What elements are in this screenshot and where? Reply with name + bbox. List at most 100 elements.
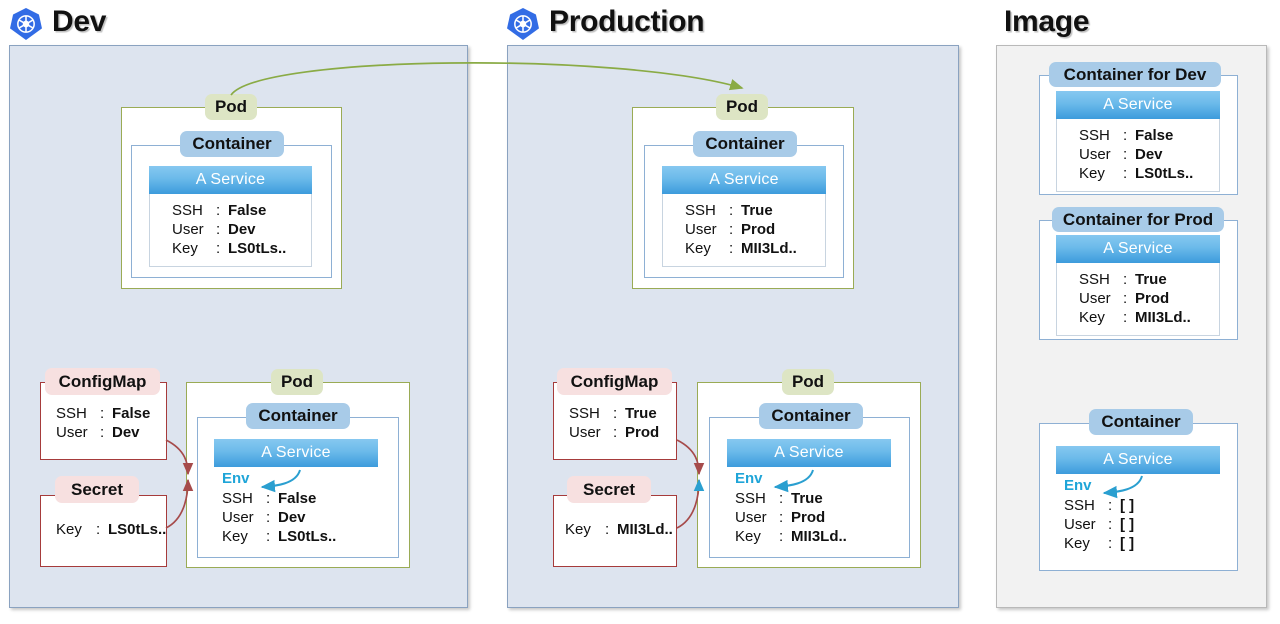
image-container-generic-label: Container <box>1089 409 1193 435</box>
property-value-user: Dev <box>1135 146 1163 163</box>
property-colon: : <box>1123 165 1128 182</box>
property-key-user: User <box>222 509 254 526</box>
prod-configmap-label: ConfigMap <box>557 368 672 395</box>
property-value-user: Prod <box>1135 290 1170 307</box>
dev-secret-box[interactable] <box>40 495 167 567</box>
property-value-key: [ ] <box>1120 535 1135 552</box>
prod-top-service-card[interactable]: A Service SSH : True User : Prod Key : M… <box>662 166 826 267</box>
property-key: Key : LS0tLs.. <box>222 527 378 546</box>
property-colon: : <box>729 240 734 257</box>
property-colon: : <box>729 221 734 238</box>
property-key: Key : MII3Ld.. <box>565 520 673 539</box>
property-key-key: Key <box>735 528 761 545</box>
service-properties: SSH : True User : Prod Key : MII3Ld.. <box>1056 263 1220 336</box>
property-value-key: LS0tLs.. <box>228 240 287 257</box>
property-colon: : <box>1123 271 1128 288</box>
service-env-properties: Env SSH : [ ] User : [ ] Key : [ ] <box>1056 474 1220 553</box>
section-title-dev: Dev <box>52 5 107 38</box>
property-key-ssh: SSH <box>1079 127 1110 144</box>
dev-configmap-box[interactable] <box>40 382 167 460</box>
property-key-key: Key <box>56 521 82 538</box>
property-value-user: Dev <box>228 221 256 238</box>
property-colon: : <box>779 490 784 507</box>
kubernetes-logo-production <box>507 8 539 40</box>
property-colon: : <box>779 509 784 526</box>
property-key-key: Key <box>685 240 711 257</box>
property-key-key: Key <box>1064 535 1090 552</box>
property-ssh: SSH : False <box>172 201 311 220</box>
property-user: User : Prod <box>735 508 891 527</box>
prod-bottom-service-card[interactable]: A Service Env SSH : True User : Prod Key… <box>727 439 891 546</box>
property-colon: : <box>216 202 221 219</box>
property-key-key: Key <box>565 521 591 538</box>
dev-top-container-label: Container <box>180 131 284 157</box>
property-key: Key : LS0tLs.. <box>56 520 166 539</box>
property-key: Key : [ ] <box>1064 534 1220 553</box>
image-container-prod-label: Container for Prod <box>1052 207 1224 232</box>
property-user: User : Dev <box>172 220 311 239</box>
property-ssh: SSH : True <box>1079 270 1219 289</box>
property-ssh: SSH : [ ] <box>1064 496 1220 515</box>
property-value-ssh: False <box>278 490 317 507</box>
property-colon: : <box>266 509 271 526</box>
image-prod-service-card[interactable]: A Service SSH : True User : Prod Key : M… <box>1056 235 1220 336</box>
env-label: Env <box>1064 477 1092 494</box>
prod-top-pod-label: Pod <box>716 94 768 120</box>
property-value-key: LS0tLs.. <box>278 528 337 545</box>
service-title: A Service <box>662 166 826 194</box>
property-colon: : <box>613 405 618 422</box>
property-value-ssh: False <box>228 202 267 219</box>
dev-top-pod-label: Pod <box>205 94 257 120</box>
service-properties: SSH : True User : Prod Key : MII3Ld.. <box>662 194 826 267</box>
property-colon: : <box>216 221 221 238</box>
property-colon: : <box>216 240 221 257</box>
property-colon: : <box>96 521 101 538</box>
property-value-key: MII3Ld.. <box>741 240 797 257</box>
dev-configmap-properties: SSH : False User : Dev <box>56 404 150 442</box>
image-container-dev-label: Container for Dev <box>1049 62 1221 87</box>
image-generic-service-card[interactable]: A Service Env SSH : [ ] User : [ ] Key :… <box>1056 446 1220 553</box>
property-key-ssh: SSH <box>1079 271 1110 288</box>
property-value-ssh: [ ] <box>1120 497 1135 514</box>
prod-bottom-container-label: Container <box>759 403 863 429</box>
service-title: A Service <box>214 439 378 467</box>
prod-secret-properties: Key : MII3Ld.. <box>565 520 673 539</box>
property-key-user: User <box>172 221 204 238</box>
property-key-ssh: SSH <box>735 490 766 507</box>
service-title: A Service <box>1056 446 1220 474</box>
property-user: User : Prod <box>685 220 825 239</box>
property-value-ssh: True <box>1135 271 1167 288</box>
property-colon: : <box>100 424 105 441</box>
property-value-ssh: True <box>741 202 773 219</box>
service-properties: SSH : False User : Dev Key : LS0tLs.. <box>149 194 312 267</box>
property-key-ssh: SSH <box>222 490 253 507</box>
property-colon: : <box>1123 309 1128 326</box>
dev-bottom-service-card[interactable]: A Service Env SSH : False User : Dev Key… <box>214 439 378 546</box>
property-colon: : <box>1123 290 1128 307</box>
property-colon: : <box>1108 516 1113 533</box>
kubernetes-logo-dev <box>10 8 42 40</box>
property-ssh: SSH : True <box>735 489 891 508</box>
prod-secret-label: Secret <box>567 476 651 503</box>
property-colon: : <box>266 490 271 507</box>
property-user: User : Dev <box>222 508 378 527</box>
property-key: Key : LS0tLs.. <box>1079 164 1219 183</box>
property-key: Key : MII3Ld.. <box>685 239 825 258</box>
property-value-key: LS0tLs.. <box>108 521 167 538</box>
property-key-user: User <box>1064 516 1096 533</box>
property-value-key: LS0tLs.. <box>1135 165 1194 182</box>
dev-top-service-card[interactable]: A Service SSH : False User : Dev Key : L… <box>149 166 312 267</box>
env-label: Env <box>735 470 763 487</box>
property-colon: : <box>613 424 618 441</box>
property-ssh: SSH : False <box>222 489 378 508</box>
property-key-ssh: SSH <box>1064 497 1095 514</box>
property-ssh: SSH : False <box>56 404 150 423</box>
service-env-properties: Env SSH : True User : Prod Key : MII3Ld.… <box>727 467 891 546</box>
property-colon: : <box>1123 127 1128 144</box>
property-value-user: Dev <box>278 509 306 526</box>
property-key-user: User <box>1079 290 1111 307</box>
image-dev-service-card[interactable]: A Service SSH : False User : Dev Key : L… <box>1056 91 1220 192</box>
property-user: User : Dev <box>56 423 150 442</box>
service-title: A Service <box>727 439 891 467</box>
dev-bottom-container-label: Container <box>246 403 350 429</box>
